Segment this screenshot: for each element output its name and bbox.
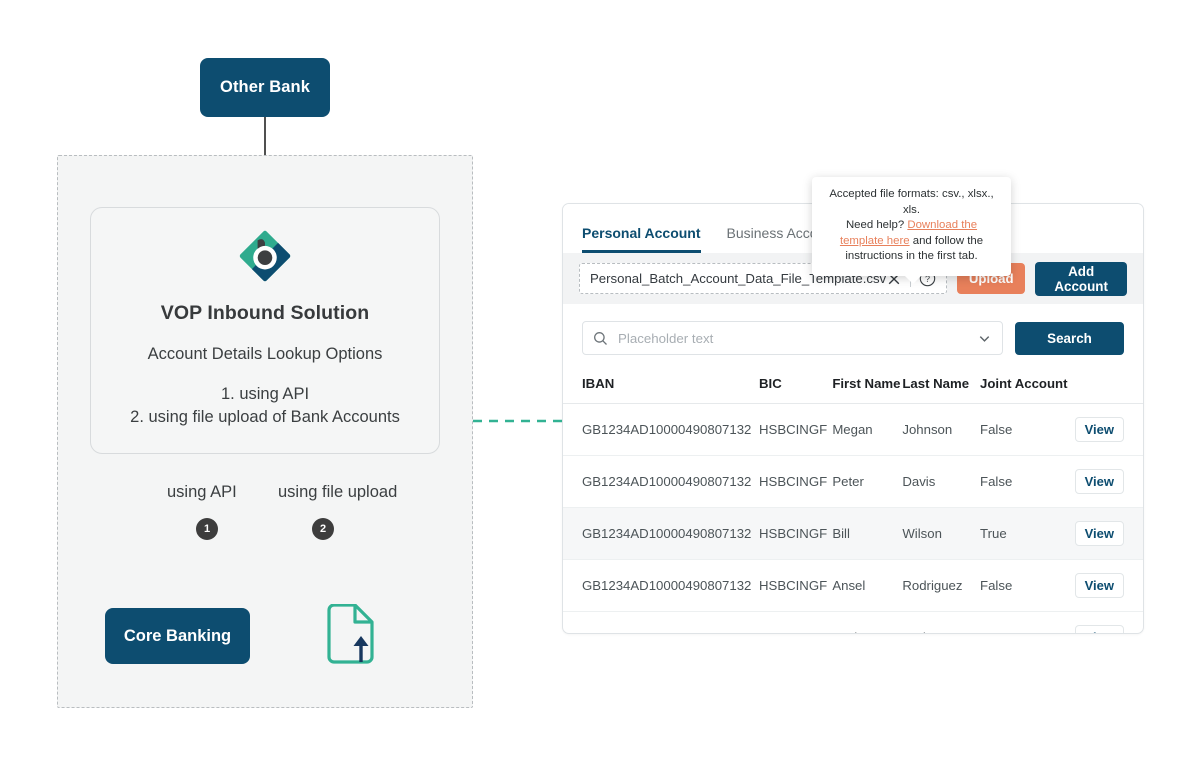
view-button[interactable]: View: [1074, 469, 1124, 494]
cell-first-name: Ansel: [832, 578, 866, 593]
cell-joint-account: False: [980, 422, 1013, 437]
vop-subtitle: Account Details Lookup Options: [147, 345, 383, 363]
table-header-row: IBAN BIC First Name Last Name Joint Acco…: [563, 368, 1143, 404]
tab-personal-account[interactable]: Personal Account: [582, 225, 701, 253]
cell-first-name: Megan: [832, 422, 873, 437]
view-button[interactable]: View: [1074, 573, 1124, 598]
cell-actions: View: [1074, 456, 1143, 508]
cell-actions: View: [1074, 560, 1143, 612]
cell-first-name: Bill: [832, 526, 850, 541]
cell-actions: View: [1074, 612, 1143, 633]
cell-joint-account: False: [980, 578, 1013, 593]
download-template-link[interactable]: Download the template here: [839, 219, 978, 247]
cell-first-name: Peter: [832, 474, 864, 489]
tooltip-line-2: Need help? Download the template here an…: [823, 218, 1000, 265]
step-badge-2: 2: [312, 518, 334, 540]
cell-last-name: Wilson: [902, 526, 942, 541]
step-badge-1: 1: [196, 518, 218, 540]
cell-first-name: Graham: [832, 612, 902, 633]
tooltip-suffix: and follow the instructions in the first…: [845, 234, 984, 263]
cell-bic: HSBCINGF: [759, 578, 828, 593]
tab-business-account[interactable]: Business Account: [726, 225, 838, 241]
cell-iban: GB1234AD10000490807132: [563, 612, 759, 633]
add-account-button[interactable]: Add Account: [1035, 261, 1127, 296]
accounts-panel: Personal Account Business Account Person…: [562, 203, 1144, 634]
cell-last-name: Johnson: [902, 422, 953, 437]
table-row[interactable]: GB1234AD10000490807132HSBCINGFGrahamAnde…: [563, 612, 1143, 633]
view-button[interactable]: View: [1074, 417, 1124, 442]
view-button[interactable]: View: [1074, 521, 1124, 546]
svg-text:?: ?: [925, 274, 930, 284]
table-row[interactable]: GB1234AD10000490807132 HSBCINGF Ansel Rodri…: [563, 560, 1143, 612]
col-iban: IBAN: [582, 376, 615, 391]
cell-iban: GB1234AD10000490807132: [582, 526, 752, 541]
search-button[interactable]: Search: [1015, 321, 1124, 355]
core-banking-node: Core Banking: [105, 608, 250, 664]
cell-iban: GB1234AD10000490807132: [582, 474, 752, 489]
cell-joint-account: False: [980, 474, 1013, 489]
search-field[interactable]: [582, 321, 1003, 355]
panel-toolbar: Personal_Batch_Account_Data_File_Templat…: [563, 253, 1143, 304]
cell-bic: HSBCINGF: [759, 422, 828, 437]
col-first-name: First Name: [832, 376, 901, 391]
branch-label-api: using API: [167, 483, 237, 501]
chevron-down-icon[interactable]: [977, 331, 992, 346]
cell-last-name: Rodriguez: [902, 578, 963, 593]
col-last-name: Last Name: [902, 376, 970, 391]
tooltip-prefix: Need help?: [845, 219, 908, 232]
cell-bic: HSBCINGF: [759, 612, 832, 633]
accounts-table-head: IBAN BIC First Name Last Name Joint Acco…: [563, 368, 1143, 404]
cell-bic: HSBCINGF: [759, 474, 828, 489]
vop-option-2: 2. using file upload of Bank Accounts: [130, 408, 400, 426]
accounts-table: IBAN BIC First Name Last Name Joint Acco…: [563, 368, 1143, 633]
cell-last-name: Davis: [902, 474, 936, 489]
cell-joint-account: True: [980, 526, 1007, 541]
cell-actions: View: [1074, 404, 1143, 456]
cell-iban: GB1234AD10000490807132: [582, 422, 752, 437]
other-bank-label: Other Bank: [220, 78, 310, 96]
table-row[interactable]: GB1234AD10000490807132 HSBCINGF Megan Johns…: [563, 404, 1143, 456]
table-row[interactable]: GB1234AD10000490807132 HSBCINGF Bill Wilson…: [563, 507, 1143, 560]
vop-option-1: 1. using API: [220, 385, 310, 403]
col-bic: BIC: [759, 376, 782, 391]
cell-last-name: Anderson: [902, 612, 980, 633]
b-logo: [239, 230, 291, 282]
file-upload-icon: [327, 604, 374, 664]
vop-title: VOP Inbound Solution: [160, 302, 370, 324]
vop-solution-node: VOP Inbound Solution Account Details Loo…: [90, 207, 440, 454]
cell-bic: HSBCINGF: [759, 526, 828, 541]
search-input[interactable]: [616, 329, 969, 347]
search-icon: [594, 331, 607, 345]
tooltip-line-1: Accepted file formats: csv., xlsx., xls.: [829, 188, 994, 216]
branch-label-file-upload: using file upload: [278, 483, 398, 501]
col-actions: [1075, 368, 1143, 404]
table-row[interactable]: GB1234AD10000490807132 HSBCINGF Peter Davis…: [563, 456, 1143, 508]
search-row: Search: [563, 304, 1143, 355]
view-button[interactable]: View: [1074, 625, 1124, 633]
col-joint-account: Joint Account: [980, 376, 1068, 391]
other-bank-node: Other Bank: [200, 58, 330, 117]
core-banking-label: Core Banking: [123, 626, 232, 645]
file-format-tooltip: Accepted file formats: csv., xlsx., xls.…: [812, 177, 1011, 284]
cell-iban: GB1234AD10000490807132: [582, 578, 752, 593]
cell-actions: View: [1074, 508, 1143, 560]
cell-joint-account: True: [980, 612, 1075, 633]
